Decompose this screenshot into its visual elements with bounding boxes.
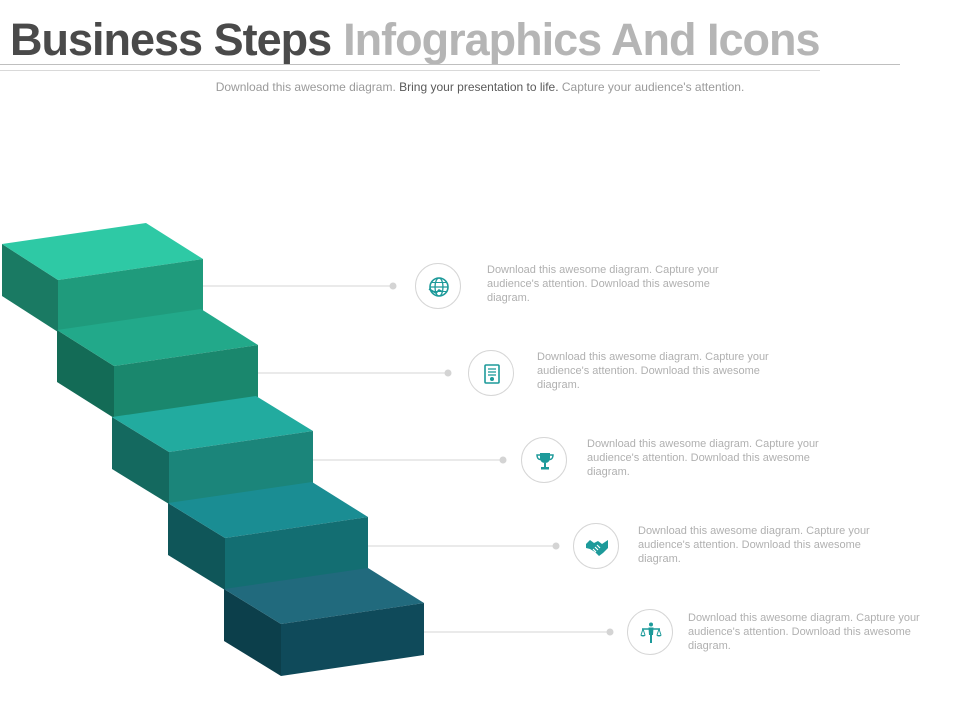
step-3-description: Download this awesome diagram. Capture y… bbox=[587, 438, 819, 478]
subtitle-part-2: Bring your presentation to life. bbox=[399, 80, 559, 94]
step-4-icon-badge bbox=[573, 523, 619, 569]
connector-1 bbox=[203, 282, 397, 290]
justice-scale-icon bbox=[640, 622, 662, 643]
certificate-icon bbox=[484, 364, 500, 384]
handshake-icon bbox=[586, 540, 608, 556]
step-4-side bbox=[168, 503, 225, 590]
step-2-top bbox=[57, 309, 258, 366]
step-1-side bbox=[2, 244, 58, 332]
stair-step-3 bbox=[112, 396, 313, 504]
step-4-front bbox=[225, 517, 368, 590]
step-5-side bbox=[224, 589, 281, 676]
stair-step-4 bbox=[168, 482, 368, 590]
stair-step-1 bbox=[2, 223, 203, 332]
step-3-top bbox=[112, 396, 313, 452]
connector-5 bbox=[424, 628, 614, 636]
step-2-description: Download this awesome diagram. Capture y… bbox=[537, 351, 769, 391]
subtitle-part-3: Capture your audience's attention. bbox=[561, 80, 745, 94]
step-2-icon-badge bbox=[468, 350, 514, 396]
subtitle-part-1: Download this awesome diagram. bbox=[215, 80, 396, 94]
step-5-description: Download this awesome diagram. Capture y… bbox=[688, 612, 920, 652]
step-2-front bbox=[114, 345, 258, 418]
step-4-top bbox=[168, 482, 368, 538]
stair-step-2 bbox=[57, 309, 258, 418]
step-1-front bbox=[58, 259, 203, 332]
connector-3 bbox=[313, 456, 507, 464]
trophy-icon bbox=[536, 453, 554, 470]
connector-lines bbox=[203, 282, 614, 636]
title-divider bbox=[0, 64, 900, 65]
step-1-description: Download this awesome diagram. Capture y… bbox=[487, 264, 719, 304]
step-2-side bbox=[57, 330, 114, 418]
subtitle: Download this awesome diagram. Bring you… bbox=[0, 80, 960, 94]
connector-2 bbox=[258, 369, 452, 377]
title-secondary: Infographics And Icons bbox=[343, 14, 820, 65]
step-3-icon-badge bbox=[521, 437, 567, 483]
step-5-icon-badge bbox=[627, 609, 673, 655]
step-5-top bbox=[224, 568, 424, 624]
step-5-front bbox=[281, 603, 424, 676]
step-3-side bbox=[112, 417, 169, 504]
step-3-front bbox=[169, 431, 313, 504]
stair-step-5 bbox=[224, 568, 424, 676]
title-main: Business Steps bbox=[10, 14, 332, 65]
title-divider-secondary bbox=[0, 70, 820, 71]
step-4-description: Download this awesome diagram. Capture y… bbox=[638, 525, 870, 565]
step-1-top bbox=[2, 223, 203, 280]
step-1-icon-badge bbox=[415, 263, 461, 309]
connector-4 bbox=[368, 542, 560, 550]
globe-icon bbox=[428, 277, 449, 297]
